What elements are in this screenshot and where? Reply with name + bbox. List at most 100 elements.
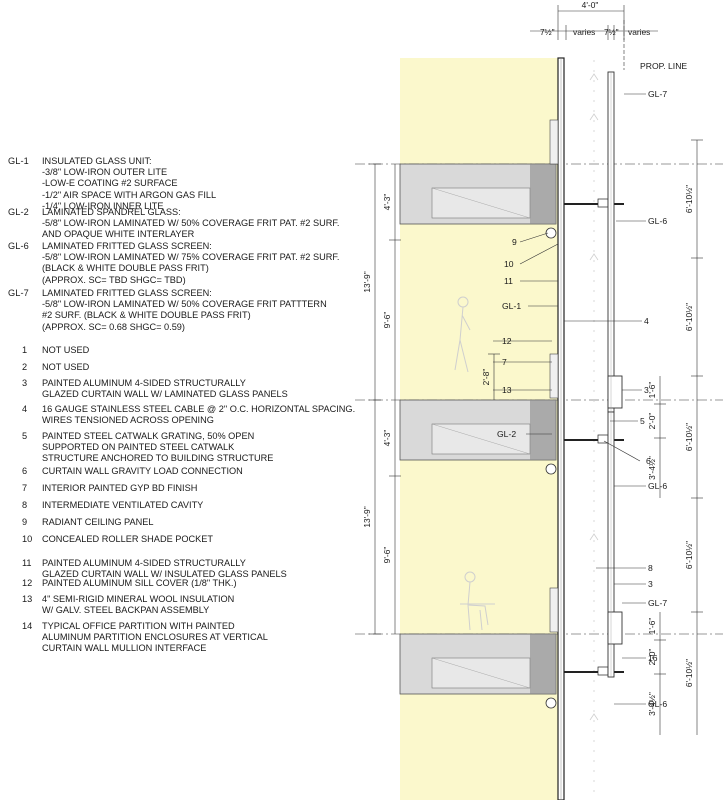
legend-key: 12 [22,578,33,588]
occupant-figure-seated [460,571,495,631]
dim-floor-lower: 13'-9" [362,506,372,527]
slab-upper [399,163,557,225]
legend-key: GL-7 [8,288,29,298]
legend-line: WIRES TENSIONED ACROSS OPENING [42,415,214,426]
legend-line: PAINTED STEEL CATWALK GRATING, 50% OPEN [42,431,255,441]
legend-line: INTERIOR PAINTED GYP BD FINISH [42,483,198,493]
slab-middle [399,399,557,461]
label-n3-lower: 3 [648,579,653,589]
legend-line: CURTAIN WALL GRAVITY LOAD CONNECTION [42,466,243,476]
outer-glass-screen [607,20,625,678]
dim-right-lower-1: 6'-10½" [684,541,694,569]
legend-line: LAMINATED FRITTED GLASS SCREEN: [42,241,212,251]
label-n7: 7 [502,357,507,367]
dim-slab-lower: 4'-3" [382,430,392,447]
dim-clear-lower: 9'-6" [382,547,392,564]
label-gl6-mid: GL-6 [648,481,667,491]
legend-key: 3 [22,378,28,388]
legend-description: INSULATED GLASS UNIT:-3/8" LOW-IRON OUTE… [42,156,360,212]
occupant-figure-standing [454,296,471,373]
legend-line: GLAZED CURTAIN WALL W/ LAMINATED GLASS P… [42,389,288,400]
legend-line: -5/8" LOW-IRON LAMINATED W/ 50% COVERAGE… [42,299,327,310]
inner-curtain-wall [545,57,565,800]
legend-description: LAMINATED SPANDREL GLASS:-5/8" LOW-IRON … [42,207,360,241]
legend-line: #2 SURF. (BLACK & WHITE DOUBLE PASS FRIT… [42,310,251,321]
legend-key: 1 [22,345,28,355]
dim-top-c: 7½" [604,27,619,37]
dim-floor-upper: 13'-9" [362,271,372,292]
dim-top-total: 4'-0" [582,0,599,10]
cavity-airflow-arrows [589,60,599,800]
dim-clear-upper: 9'-6" [382,312,392,329]
legend-description: PAINTED ALUMINUM SILL COVER (1/8" THK.) [42,578,360,589]
legend-line: SUPPORTED ON PAINTED STEEL CATWALK [42,442,235,453]
label-n3-upper: 3 [644,385,649,395]
dim-right-upper-2: 6'-10½" [684,303,694,331]
legend-line: (BLACK & WHITE DOUBLE PASS FRIT) [42,263,209,274]
label-gl7-top: GL-7 [648,89,667,99]
legend-key: 6 [22,466,28,476]
legend-line: -5/8" LOW-IRON LAMINATED W/ 75% COVERAGE… [42,252,340,263]
legend-description: 16 GAUGE STAINLESS STEEL CABLE @ 2" O.C.… [42,404,360,426]
legend-key: 10 [22,534,33,544]
label-gl2: GL-2 [497,429,516,439]
legend-line: GLAZED CURTAIN WALL W/ INSULATED GLASS P… [42,569,287,580]
dimension-labels: 4'-0" 7½" varies 7½" varies 13'-9" 13'-9… [362,0,694,716]
legend-key: GL-6 [8,241,29,251]
legend-line: 4" SEMI-RIGID MINERAL WOOL INSULATION [42,594,235,604]
legend-line: RADIANT CEILING PANEL [42,517,154,527]
legend-line: (APPROX. SC= 0.68 SHGC= 0.59) [42,321,185,332]
label-n12: 12 [502,336,512,346]
label-gl1: GL-1 [502,301,521,311]
dim-right-lower-a: 1'-6" [647,618,657,635]
label-n8: 8 [648,563,653,573]
dim-top-a: 7½" [540,27,555,37]
dim-right-mid-d: 3'-4½" [647,456,657,480]
legend-line: PAINTED ALUMINUM 4-SIDED STRUCTURALLY [42,558,246,568]
label-gl6-upper: GL-6 [648,216,667,226]
dim-top-d: varies [628,27,650,37]
dim-slab-upper: 4'-3" [382,194,392,211]
legend-line: CURTAIN WALL MULLION INTERFACE [42,643,207,654]
legend-description: LAMINATED FRITTED GLASS SCREEN:-5/8" LOW… [42,288,360,333]
catwalk-lower [564,666,624,676]
label-n13: 13 [502,385,512,395]
legend-key: 14 [22,621,33,631]
legend-line: PAINTED ALUMINUM 4-SIDED STRUCTURALLY [42,378,246,388]
label-n5: 5 [640,416,645,426]
legend-description: INTERIOR PAINTED GYP BD FINISH [42,483,360,494]
legend-line: LAMINATED FRITTED GLASS SCREEN: [42,288,212,298]
legend-description: CURTAIN WALL GRAVITY LOAD CONNECTION [42,466,360,477]
slab-lower [399,633,557,695]
legend-line: INSULATED GLASS UNIT: [42,156,152,166]
legend-key: 2 [22,362,28,372]
legend-line: PAINTED ALUMINUM SILL COVER (1/8" THK.) [42,578,237,588]
legend-line: W/ GALV. STEEL BACKPAN ASSEMBLY [42,605,210,616]
dim-right-lower-b: 2'-0" [647,649,657,666]
label-n4: 4 [644,316,649,326]
dim-right-mid-a: 1'-6" [647,382,657,399]
legend-line: STRUCTURE ANCHORED TO BUILDING STRUCTURE [42,453,274,464]
legend-key: 9 [22,517,28,527]
legend-description: INTERMEDIATE VENTILATED CAVITY [42,500,360,511]
legend-description: CONCEALED ROLLER SHADE POCKET [42,534,360,545]
legend-line: -5/8" LOW-IRON LAMINATED W/ 50% COVERAGE… [42,218,340,229]
label-n11: 11 [504,276,513,286]
label-n6: 6 [646,456,651,466]
legend-description: LAMINATED FRITTED GLASS SCREEN:-5/8" LOW… [42,241,360,286]
legend-line: AND OPAQUE WHITE INTERLAYER [42,229,195,240]
legend-description: RADIANT CEILING PANEL [42,517,360,528]
legend-key: 7 [22,483,28,493]
legend-line: -3/8" LOW-IRON OUTER LITE [42,167,168,178]
legend-key: 5 [22,431,28,441]
dimension-lines [369,5,703,735]
label-n9: 9 [512,237,517,247]
legend-key: 8 [22,500,28,510]
dim-right-lower-d: 3'-4½" [647,692,657,716]
legend-line: LAMINATED SPANDREL GLASS: [42,207,181,217]
